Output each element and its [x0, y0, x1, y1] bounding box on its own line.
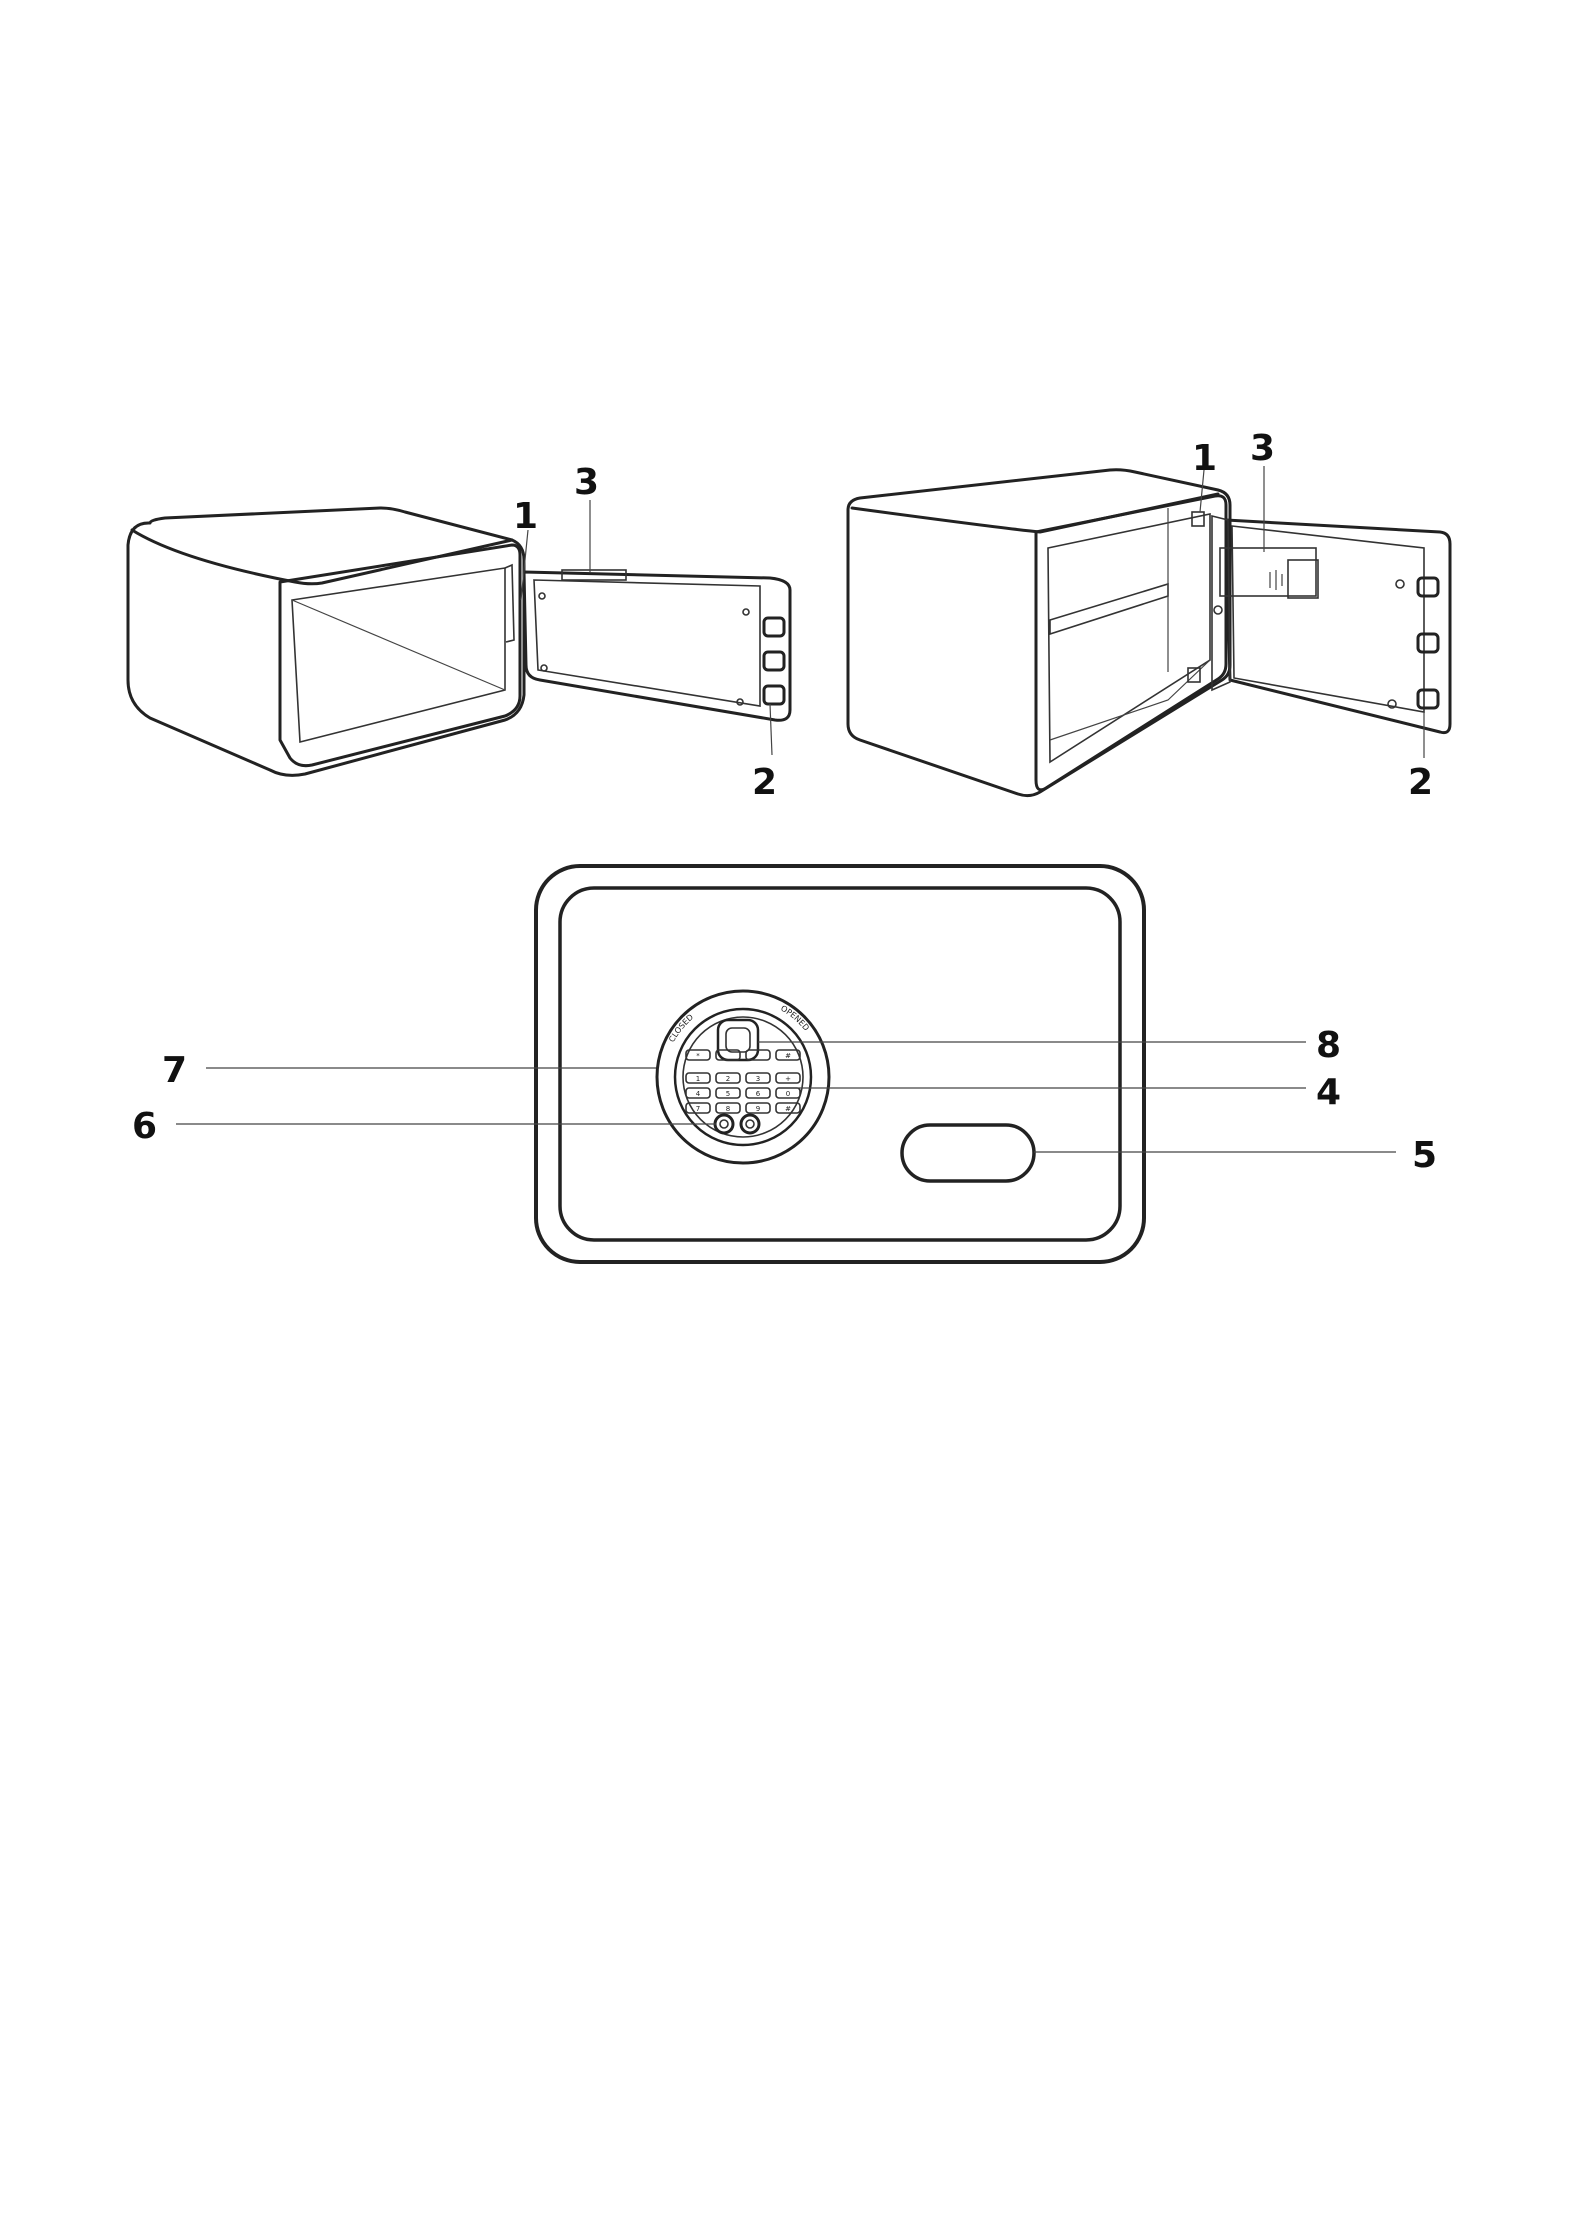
keypad-key-label: 1	[696, 1075, 700, 1083]
front-callout-6: 6	[132, 1106, 157, 1147]
keypad-key-label: 9	[756, 1105, 760, 1113]
keypad-key-label: *	[696, 1052, 700, 1060]
override-knob-left[interactable]	[715, 1115, 733, 1133]
front-safe-outer-frame	[536, 866, 1144, 1262]
left-safe-front-frame	[280, 545, 520, 766]
front-callout-7: 7	[162, 1050, 187, 1091]
door-handle[interactable]	[902, 1125, 1034, 1181]
left-callout-3: 3	[574, 462, 599, 503]
front-safe-door-panel	[560, 888, 1120, 1240]
right-safe-opening	[1048, 514, 1210, 762]
left-safe-opening	[292, 568, 505, 742]
right-callout-3: 3	[1250, 428, 1275, 469]
right-safe-shelf	[1050, 584, 1168, 634]
right-safe-front-frame	[1036, 496, 1226, 790]
keypad-key-label: 2	[726, 1075, 730, 1083]
front-callout-4: 4	[1316, 1072, 1341, 1113]
keypad-key-label: +	[785, 1075, 791, 1083]
front-callout-5: 5	[1412, 1135, 1437, 1176]
fingerprint-reader[interactable]	[718, 1020, 758, 1060]
override-knob-right[interactable]	[741, 1115, 759, 1133]
keypad-key-label: 7	[696, 1105, 700, 1113]
left-callout-2: 2	[752, 762, 777, 803]
right-safe-top-edge	[852, 494, 1218, 532]
right-safe-view: 1 3 2	[848, 428, 1450, 803]
right-safe-outline	[848, 470, 1230, 796]
keypad-key-label: 5	[726, 1090, 730, 1098]
front-callout-8: 8	[1316, 1025, 1341, 1066]
keypad-key-label: 3	[756, 1075, 760, 1083]
right-safe-door	[1226, 520, 1450, 733]
right-callout-2: 2	[1408, 762, 1433, 803]
keypad-key-label: #	[785, 1052, 791, 1060]
left-safe-view: 1 3 2	[128, 462, 790, 803]
keypad-key-label: #	[785, 1105, 791, 1113]
left-safe-door	[524, 572, 790, 720]
left-hinge	[505, 565, 514, 642]
keypad-key-label: 8	[726, 1105, 730, 1113]
keypad-key-label: 0	[786, 1090, 790, 1098]
keypad-key-label: 4	[696, 1090, 701, 1098]
right-callout-1: 1	[1192, 438, 1217, 479]
keypad-key-label: 6	[756, 1090, 761, 1098]
left-callout-1: 1	[513, 496, 538, 537]
